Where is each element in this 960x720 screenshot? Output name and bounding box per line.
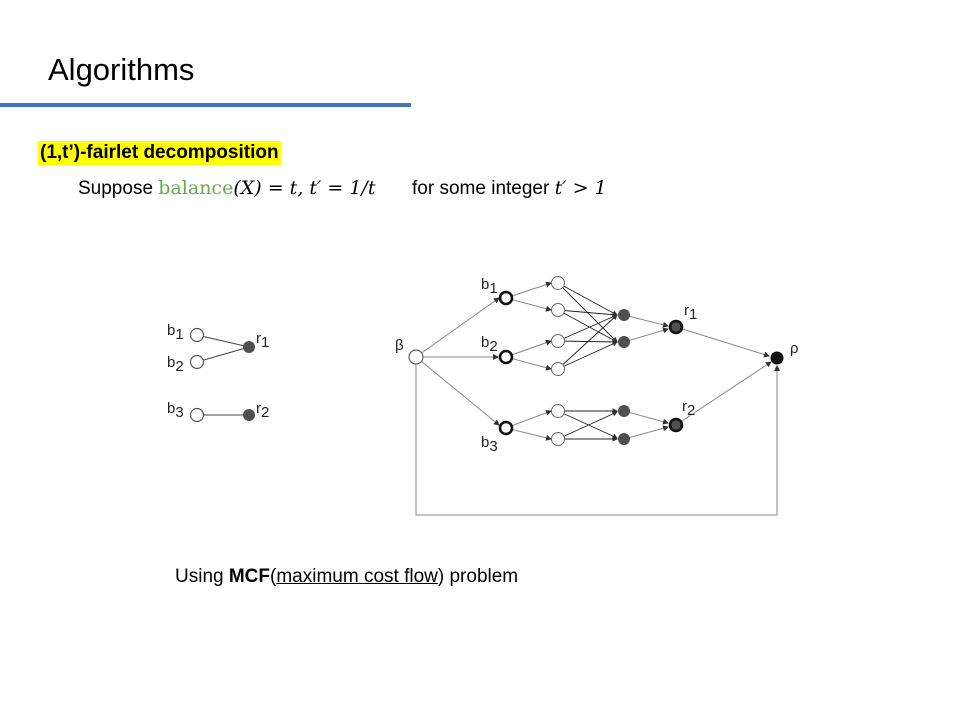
edge-k4-r2 xyxy=(623,425,669,440)
edge-b2-r1 xyxy=(196,346,250,363)
edge-b2-c3 xyxy=(505,339,552,358)
node-b-copy-4 xyxy=(551,362,565,376)
node-r2 xyxy=(668,417,684,433)
edge-c4-k2 xyxy=(557,341,618,370)
balance-word: balance xyxy=(158,177,234,199)
node-r1 xyxy=(243,341,255,353)
edge-c5-k4 xyxy=(557,410,618,439)
edge-c4-k1 xyxy=(557,314,618,370)
label-b2: b2 xyxy=(481,334,498,355)
upper-crossing-edges xyxy=(557,282,618,370)
node-b3 xyxy=(189,407,205,423)
label-b1: b1 xyxy=(167,322,184,343)
balance-statement: Suppose balance(X) = t, t′ = 1/t for som… xyxy=(78,177,607,200)
label-r2: r2 xyxy=(682,398,695,419)
node-b-copy-6 xyxy=(551,432,565,446)
edge-c1-k1 xyxy=(557,282,618,316)
edge-b1-c1 xyxy=(505,281,552,299)
node-sink xyxy=(770,351,784,365)
flow-graph: β ρ b1 b2 b3 r1 r2 xyxy=(395,276,799,516)
integer-condition: t′ > 1 xyxy=(554,177,607,199)
node-b2 xyxy=(498,349,514,365)
node-b-copy-5 xyxy=(551,404,565,418)
node-r-copy-1 xyxy=(618,309,630,321)
node-r-copy-4 xyxy=(618,433,630,445)
node-b-copy-3 xyxy=(551,334,565,348)
label-b3: b3 xyxy=(481,434,498,455)
edge-c2-k1 xyxy=(557,309,618,318)
node-b3 xyxy=(498,420,514,436)
caption-open-paren: ( xyxy=(270,566,277,587)
section-heading: (1,t’)-fairlet decomposition xyxy=(38,141,281,165)
node-r1 xyxy=(668,319,684,335)
lower-crossing-edges xyxy=(557,408,618,442)
node-b1 xyxy=(189,327,205,343)
node-r-copy-3 xyxy=(618,405,630,417)
slide-title: Algorithms xyxy=(48,52,195,87)
label-b1: b1 xyxy=(481,276,498,297)
edge-k3-r2 xyxy=(623,410,669,425)
label-r2: r2 xyxy=(256,400,269,421)
edge-c2-k2 xyxy=(557,309,618,343)
edge-b1-r1 xyxy=(196,334,250,348)
node-source xyxy=(408,349,424,365)
label-sink: ρ xyxy=(790,340,799,357)
edge-c6-k3 xyxy=(557,411,618,440)
node-b-copy-1 xyxy=(551,276,565,290)
balance-formula: balance(X) = t, t′ = 1/t xyxy=(158,177,375,199)
label-source: β xyxy=(395,337,404,354)
edge-source-b1 xyxy=(415,297,500,358)
edge-r2-sink xyxy=(675,361,772,426)
edge-b3-c5 xyxy=(505,409,552,429)
edge-r1-sink xyxy=(675,326,770,358)
edge-c3-k1 xyxy=(557,314,618,342)
caption-suffix: ) problem xyxy=(437,566,519,587)
caption-mcf: MCF xyxy=(228,566,271,587)
edge-source-b3 xyxy=(415,356,500,426)
edge-k2-r1 xyxy=(623,327,669,343)
edge-sink-source-loop xyxy=(415,364,780,516)
balance-expression: (X) = t, t′ = 1/t xyxy=(233,177,376,199)
node-b1 xyxy=(498,290,514,306)
node-r2 xyxy=(243,409,255,421)
caption-underlined: maximum cost flow xyxy=(276,566,438,587)
node-b-copy-2 xyxy=(551,303,565,317)
label-b2: b2 xyxy=(167,354,184,375)
edge-b2-c4 xyxy=(505,356,552,371)
integer-text: for some integer xyxy=(412,178,550,199)
node-r-copy-2 xyxy=(618,336,630,348)
small-graph: b1 b2 b3 r1 r2 xyxy=(167,322,269,423)
mcf-caption: Using MCF(maximum cost flow) problem xyxy=(175,566,518,588)
node-b2 xyxy=(189,354,205,370)
caption-prefix: Using xyxy=(175,566,229,587)
edge-b1-c2 xyxy=(505,297,552,312)
suppose-text: Suppose xyxy=(78,178,154,199)
label-r1: r1 xyxy=(256,330,269,351)
edge-k1-r1 xyxy=(623,314,669,328)
title-underline xyxy=(0,103,411,107)
edge-b3-c6 xyxy=(505,427,552,441)
label-b3: b3 xyxy=(167,400,184,421)
label-r1: r1 xyxy=(684,302,697,323)
